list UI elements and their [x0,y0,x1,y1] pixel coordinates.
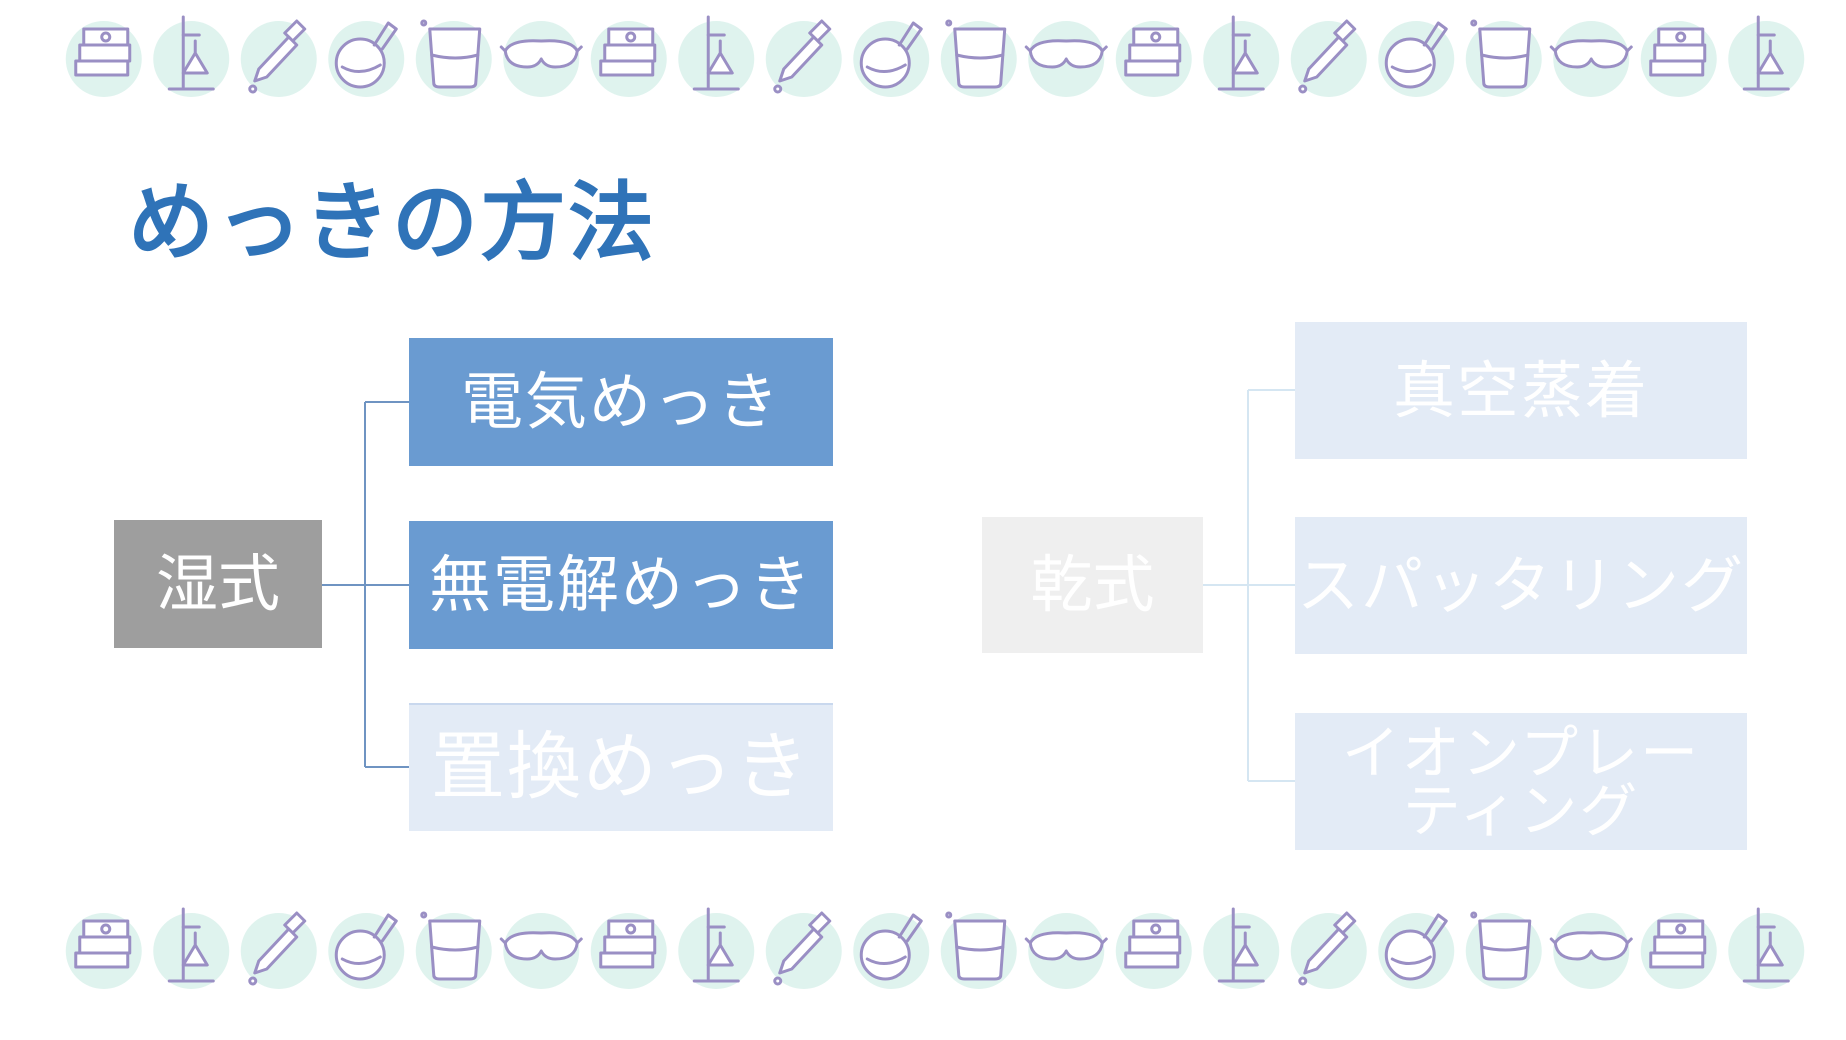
decorative-border-top [65,15,1805,97]
wet-method-node: 湿式 [114,520,322,648]
electroplating-node: 電気めっき [409,338,833,466]
book-stack-icon [1115,913,1192,989]
ring-stand-icon [153,907,230,989]
dropper-icon [1290,911,1367,989]
dropper-icon [765,911,842,989]
electroless-plating-node: 無電解めっき [409,521,833,649]
dry-connector [1203,389,1295,782]
dry-method-node: 乾式 [982,517,1203,653]
book-stack-icon [1115,21,1192,97]
book-stack-icon [65,21,142,97]
dropper-icon [765,19,842,97]
book-stack-icon [590,913,667,989]
ring-stand-icon [1728,15,1805,97]
ring-stand-icon [153,15,230,97]
book-stack-icon [65,913,142,989]
round-flask-icon [853,913,930,989]
ring-stand-icon [678,15,755,97]
beaker-icon [1465,19,1542,97]
beaker-icon [415,19,492,97]
beaker-icon [1465,911,1542,989]
book-stack-icon [1640,21,1717,97]
book-stack-icon [590,21,667,97]
goggles-icon [1024,913,1108,989]
displacement-plating-node: 置換めっき [409,703,833,831]
beaker-icon [415,911,492,989]
beaker-icon [940,911,1017,989]
sputtering-node: スパッタリング [1295,517,1747,654]
dropper-icon [240,19,317,97]
round-flask-icon [1378,913,1455,989]
ring-stand-icon [1203,907,1280,989]
goggles-icon [499,913,583,989]
round-flask-icon [1378,21,1455,97]
goggles-icon [1024,21,1108,97]
beaker-icon [940,19,1017,97]
ion-plating-node: イオンプレーティング [1295,713,1747,850]
round-flask-icon [328,21,405,97]
goggles-icon [499,21,583,97]
wet-connector [322,401,409,768]
book-stack-icon [1640,913,1717,989]
ring-stand-icon [1728,907,1805,989]
round-flask-icon [853,21,930,97]
dropper-icon [240,911,317,989]
ring-stand-icon [678,907,755,989]
goggles-icon [1549,913,1633,989]
decorative-border-bottom [65,907,1805,989]
ring-stand-icon [1203,15,1280,97]
round-flask-icon [328,913,405,989]
goggles-icon [1549,21,1633,97]
dropper-icon [1290,19,1367,97]
vacuum-deposition-node: 真空蒸着 [1295,322,1747,459]
slide-title: めっきの方法 [128,173,656,273]
